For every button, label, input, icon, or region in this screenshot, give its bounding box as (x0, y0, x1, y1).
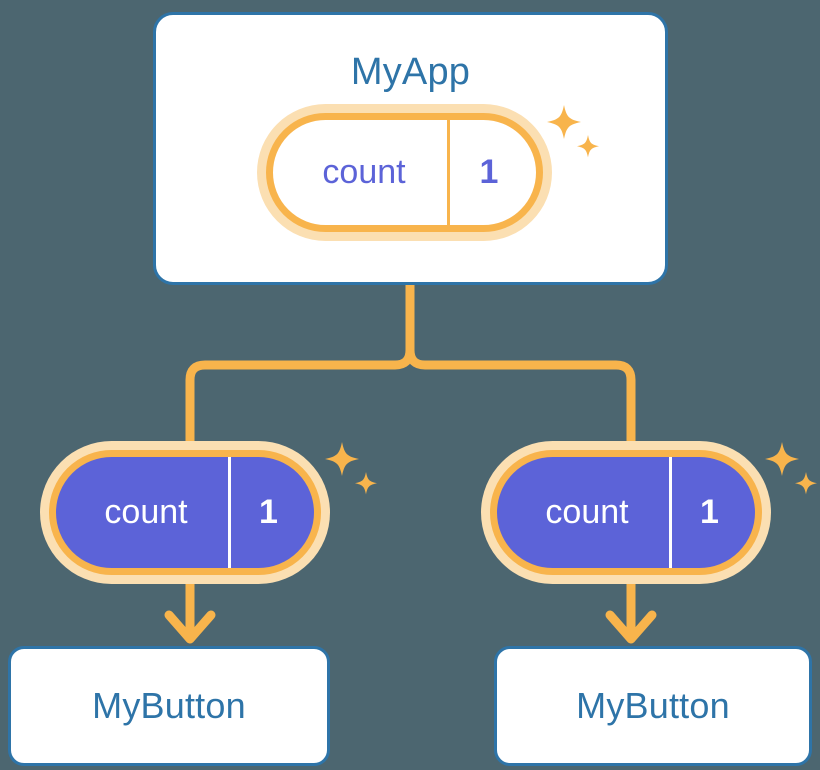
mybutton-card-right-label: MyButton (576, 685, 730, 726)
connector-root-to-left (185, 349, 415, 452)
mybutton-card-left-label: MyButton (92, 685, 246, 726)
mybutton-card-right[interactable]: MyButton (494, 646, 812, 766)
right-branch-state-pill[interactable]: count 1 (490, 450, 762, 575)
myapp-state-pill-wrapper: count 1 (266, 113, 543, 232)
sparkle-small-icon (355, 472, 377, 495)
right-branch-state-pill-key: count (545, 493, 629, 531)
left-branch-state-pill-wrapper: count 1 (49, 450, 321, 575)
sparkle-large-icon (765, 442, 799, 476)
connector-root-to-right (405, 349, 636, 452)
sparkle-large-icon (325, 442, 359, 476)
mybutton-card-left[interactable]: MyButton (8, 646, 330, 766)
myapp-state-pill[interactable]: count 1 (266, 113, 543, 232)
connector-left-arrow-head (164, 610, 216, 644)
sparkle-small-icon (795, 472, 817, 495)
sparkle-group-left-pill (325, 442, 377, 495)
myapp-state-pill-key: count (322, 153, 406, 191)
connector-right-arrow-head (605, 610, 657, 644)
left-branch-state-pill-value: 1 (228, 457, 314, 568)
myapp-state-pill-value: 1 (447, 120, 536, 225)
myapp-card-title: MyApp (350, 51, 471, 93)
left-branch-state-pill[interactable]: count 1 (49, 450, 321, 575)
right-branch-state-pill-value: 1 (669, 457, 755, 568)
left-branch-state-pill-key: count (104, 493, 188, 531)
right-branch-state-pill-wrapper: count 1 (490, 450, 762, 575)
sparkle-group-right-pill (765, 442, 817, 495)
